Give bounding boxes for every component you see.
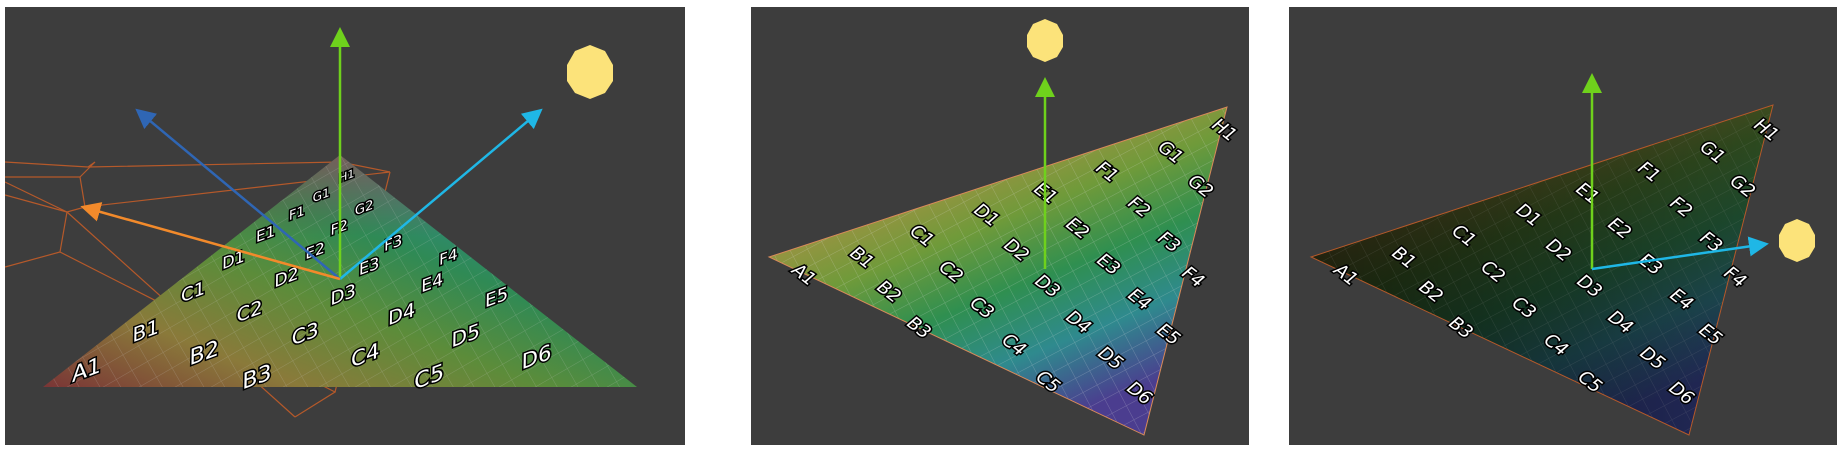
light-direction-arrow-3	[1591, 236, 1769, 271]
scene-side-lit-svg: A1 B1 B2 B3 C1 C2 C3 C4 C5 D1 D2 D3 D4 D…	[1309, 73, 1815, 436]
viewport-oblique: A1 B1 B2 B3 C1 C2 C3 C4 C5 D1 D2 D3 D4 D…	[5, 7, 685, 445]
reflection-arrow	[135, 108, 341, 280]
scene-top-lit-svg: A1 B1 B2 B3 C1 C2 C3 C4 C5 D1 D2 D3 D4 D…	[767, 19, 1242, 436]
scene-oblique-svg: A1 B1 B2 B3 C1 C2 C3 C4 C5 D1 D2 D3 D4 D…	[5, 27, 637, 418]
viewport-side-lit: A1 B1 B2 B3 C1 C2 C3 C4 C5 D1 D2 D3 D4 D…	[1289, 7, 1837, 445]
light-direction-arrow	[339, 108, 543, 280]
sun-icon	[567, 45, 613, 99]
view-direction-arrow	[80, 202, 341, 281]
sun-icon-3	[1779, 219, 1815, 262]
sun-icon-2	[1027, 19, 1063, 62]
viewport-top-lit: A1 B1 B2 B3 C1 C2 C3 C4 C5 D1 D2 D3 D4 D…	[751, 7, 1249, 445]
